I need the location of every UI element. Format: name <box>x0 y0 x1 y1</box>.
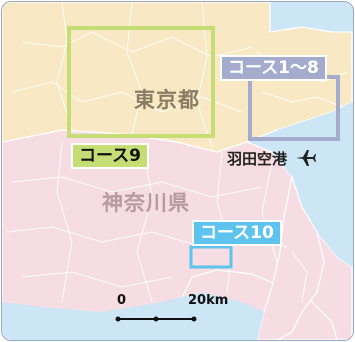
course-10-tag[interactable]: コース10 <box>192 220 282 246</box>
airplane-icon <box>296 150 316 166</box>
course-9-area <box>67 26 215 138</box>
kanagawa-label: 神奈川県 <box>102 191 190 215</box>
course-9-tag[interactable]: コース9 <box>71 143 149 169</box>
scale-start-label: 0 <box>117 293 127 308</box>
course-1-8-tag[interactable]: コース1〜8 <box>220 55 327 81</box>
haneda-airport-label: 羽田空港 <box>227 150 288 168</box>
tokyo-bay <box>272 102 352 267</box>
tokyo-label: 東京都 <box>134 88 200 112</box>
sagami-bay <box>2 292 264 340</box>
scale-bar <box>115 316 197 322</box>
course-10-area <box>189 245 233 269</box>
map-canvas <box>2 2 353 340</box>
scale-end-label: 20km <box>188 293 229 308</box>
miura-peninsula <box>256 174 325 340</box>
